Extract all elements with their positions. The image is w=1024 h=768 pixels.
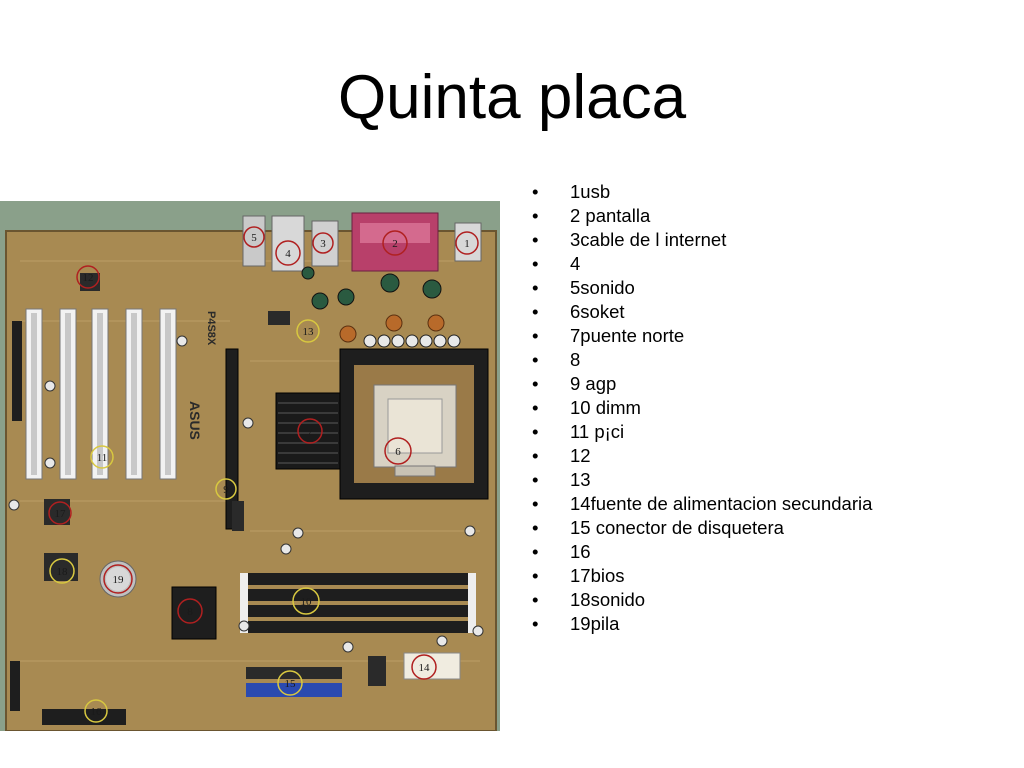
- legend-item: 17bios: [532, 564, 872, 588]
- callout-circle-7: [297, 418, 323, 444]
- callout-circle-10: [292, 587, 320, 615]
- callout-label-4: 4: [285, 248, 291, 260]
- legend-item: 1usb: [532, 180, 872, 204]
- callout-label-14: 14: [419, 662, 431, 674]
- legend-item: 7puente norte: [532, 324, 872, 348]
- dimm-slots: [240, 573, 476, 633]
- slide-title: Quinta placa: [337, 63, 687, 132]
- lan-usb-ports: [271, 215, 305, 272]
- callout-circle-1: [455, 231, 479, 255]
- callout-circle-14: [411, 654, 437, 680]
- motherboard-illustration: ASUS P4S8X: [0, 201, 500, 731]
- callout-label-9: 9: [223, 484, 229, 496]
- callout-label-18: 18: [57, 566, 69, 578]
- callout-label-12: 12: [83, 272, 94, 284]
- callout-label-15: 15: [285, 678, 297, 690]
- callout-circle-4: [275, 240, 301, 266]
- legend-item: 16: [532, 540, 872, 564]
- legend-item: 6soket: [532, 300, 872, 324]
- legend-item: 10 dimm: [532, 396, 872, 420]
- callout-label-5: 5: [251, 232, 257, 244]
- callout-circle-19: [103, 564, 133, 594]
- side-header: [12, 321, 22, 421]
- ide-connector-blue: [246, 683, 342, 697]
- callout-label-6: 6: [395, 446, 401, 458]
- legend-item: 19pila: [532, 612, 872, 636]
- callout-circle-15: [277, 670, 303, 696]
- legend-item: 11 p¡ci: [532, 420, 872, 444]
- legend-item: 2 pantalla: [532, 204, 872, 228]
- callout-circle-3: [312, 232, 334, 254]
- legend-item: 8: [532, 348, 872, 372]
- legend-item: 9 agp: [532, 372, 872, 396]
- callout-label-17: 17: [55, 508, 67, 520]
- callout-circle-8: [177, 598, 203, 624]
- callout-label-7: 7: [307, 426, 313, 438]
- motherboard-photo: ASUS P4S8X: [0, 201, 500, 731]
- legend-item: 12: [532, 444, 872, 468]
- northbridge-heatsink: [275, 392, 341, 470]
- legend-item: 3cable de l internet: [532, 228, 872, 252]
- callout-circle-18: [49, 558, 75, 584]
- ide-connector-black: [246, 667, 342, 679]
- callout-label-3: 3: [320, 238, 326, 250]
- callout-label-11: 11: [97, 452, 108, 464]
- brand-mark: ASUS: [187, 401, 203, 440]
- callout-circle-16: [84, 699, 108, 723]
- legend-item: 5sonido: [532, 276, 872, 300]
- callout-circle-9: [215, 478, 237, 500]
- callout-label-1: 1: [464, 238, 470, 250]
- callout-circle-5: [243, 226, 265, 248]
- callout-circle-13: [296, 319, 320, 343]
- southbridge-chip: [171, 586, 217, 640]
- callout-label-16: 16: [91, 706, 103, 718]
- component-legend: 1usb 2 pantalla 3cable de l internet 4 5…: [532, 180, 872, 636]
- callout-circle-2: [382, 230, 408, 256]
- legend-item: 18sonido: [532, 588, 872, 612]
- legend-item: 15 conector de disquetera: [532, 516, 872, 540]
- callout-label-8: 8: [187, 606, 193, 618]
- callout-circle-11: [90, 445, 114, 469]
- callout-circle-12: [76, 265, 100, 289]
- callout-label-10: 10: [301, 596, 313, 608]
- legend-item: 14fuente de alimentacion secundaria: [532, 492, 872, 516]
- callout-label-2: 2: [392, 238, 398, 250]
- callout-circle-6: [384, 437, 412, 465]
- callout-label-19: 19: [113, 574, 125, 586]
- callout-label-13: 13: [303, 326, 315, 338]
- model-mark: P4S8X: [205, 311, 217, 346]
- legend-item: 13: [532, 468, 872, 492]
- callout-circle-17: [48, 501, 72, 525]
- legend-item: 4: [532, 252, 872, 276]
- floppy-header: [42, 709, 126, 725]
